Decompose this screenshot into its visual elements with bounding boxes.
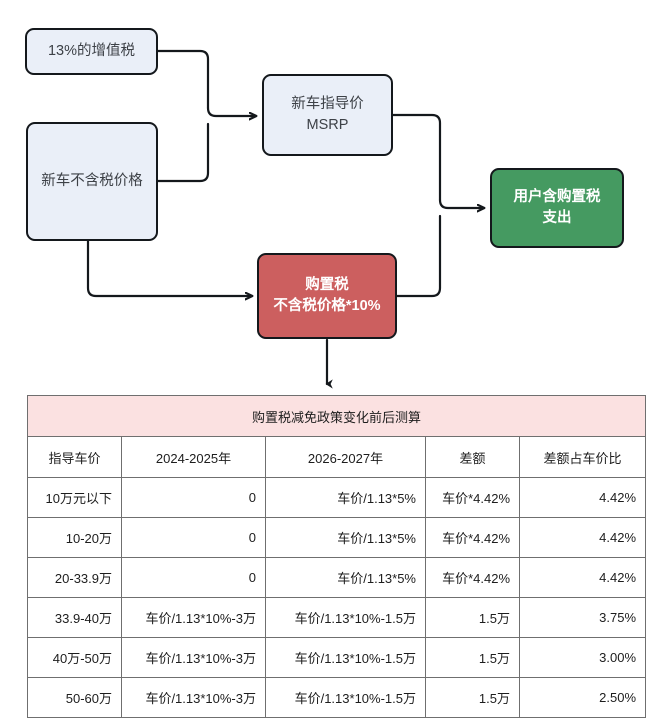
node-user-expense[interactable]: 用户含购置税 支出 bbox=[490, 168, 624, 248]
table-row: 40万-50万 车价/1.13*10%-3万 车价/1.13*10%-1.5万 … bbox=[27, 637, 647, 678]
cell-2026-2027: 车价/1.13*10%-1.5万 bbox=[265, 637, 426, 678]
table-row: 10-20万 0 车价/1.13*5% 车价*4.42% 4.42% bbox=[27, 517, 647, 558]
cell-2026-2027: 车价/1.13*5% bbox=[265, 517, 426, 558]
edge-merge-into-output bbox=[438, 198, 484, 208]
node-purchase-tax[interactable]: 购置税 不含税价格*10% bbox=[257, 253, 397, 339]
col-header-price: 指导车价 bbox=[27, 436, 122, 478]
table-row: 33.9-40万 车价/1.13*10%-3万 车价/1.13*10%-1.5万… bbox=[27, 597, 647, 638]
cell-price: 10-20万 bbox=[27, 517, 122, 558]
node-user-expense-label: 用户含购置税 支出 bbox=[513, 188, 601, 226]
table-row: 50-60万 车价/1.13*10%-3万 车价/1.13*10%-1.5万 1… bbox=[27, 677, 647, 718]
table-row: 20-33.9万 0 车价/1.13*5% 车价*4.42% 4.42% bbox=[27, 557, 647, 598]
cell-2024-2025: 0 bbox=[121, 477, 266, 518]
cell-2024-2025: 0 bbox=[121, 517, 266, 558]
cell-2026-2027: 车价/1.13*10%-1.5万 bbox=[265, 677, 426, 718]
edge-tax-to-output bbox=[395, 214, 442, 298]
table-body: 10万元以下 0 车价/1.13*5% 车价*4.42% 4.42% 10-20… bbox=[27, 477, 647, 718]
cell-diff-ratio: 2.50% bbox=[518, 677, 647, 718]
node-net-price[interactable]: 新车不含税价格 bbox=[26, 122, 158, 241]
col-header-2024-2025: 2024-2025年 bbox=[121, 436, 266, 478]
cell-2024-2025: 车价/1.13*10%-3万 bbox=[121, 637, 266, 678]
edge-msrp-to-output bbox=[391, 113, 442, 202]
policy-comparison-table: 购置税减免政策变化前后测算 指导车价 2024-2025年 2026-2027年… bbox=[26, 395, 647, 718]
col-header-diff-ratio: 差额占车价比 bbox=[518, 436, 647, 478]
table-header-row: 指导车价 2024-2025年 2026-2027年 差额 差额占车价比 bbox=[27, 436, 647, 478]
cell-diff: 1.5万 bbox=[425, 597, 520, 638]
node-vat-label: 13%的增值税 bbox=[47, 42, 136, 59]
node-purchase-tax-label: 购置税 不含税价格*10% bbox=[273, 276, 381, 314]
col-header-2026-2027: 2026-2027年 bbox=[265, 436, 426, 478]
cell-2026-2027: 车价/1.13*10%-1.5万 bbox=[265, 597, 426, 638]
table-row: 10万元以下 0 车价/1.13*5% 车价*4.42% 4.42% bbox=[27, 477, 647, 518]
cell-price: 50-60万 bbox=[27, 677, 122, 718]
cell-2024-2025: 车价/1.13*10%-3万 bbox=[121, 677, 266, 718]
cell-diff: 车价*4.42% bbox=[425, 477, 520, 518]
cell-price: 40万-50万 bbox=[27, 637, 122, 678]
col-header-diff: 差额 bbox=[425, 436, 520, 478]
edge-netprice-to-tax bbox=[86, 239, 252, 296]
node-msrp-label: 新车指导价 MSRP bbox=[291, 95, 364, 133]
cell-diff-ratio: 4.42% bbox=[518, 517, 647, 558]
edge-merge-into-msrp bbox=[206, 106, 256, 116]
cell-diff-ratio: 4.42% bbox=[518, 557, 647, 598]
edge-netprice-to-msrp bbox=[156, 122, 210, 183]
edge-vat-to-msrp bbox=[156, 49, 210, 110]
cell-diff-ratio: 3.75% bbox=[518, 597, 647, 638]
cell-2024-2025: 车价/1.13*10%-3万 bbox=[121, 597, 266, 638]
cell-2026-2027: 车价/1.13*5% bbox=[265, 477, 426, 518]
cell-2024-2025: 0 bbox=[121, 557, 266, 598]
cell-2026-2027: 车价/1.13*5% bbox=[265, 557, 426, 598]
node-net-price-label: 新车不含税价格 bbox=[41, 172, 143, 189]
cell-diff: 车价*4.42% bbox=[425, 517, 520, 558]
cell-diff-ratio: 4.42% bbox=[518, 477, 647, 518]
node-msrp[interactable]: 新车指导价 MSRP bbox=[262, 74, 393, 156]
cell-price: 33.9-40万 bbox=[27, 597, 122, 638]
cell-diff: 车价*4.42% bbox=[425, 557, 520, 598]
cell-diff-ratio: 3.00% bbox=[518, 637, 647, 678]
cell-diff: 1.5万 bbox=[425, 637, 520, 678]
table-title: 购置税减免政策变化前后测算 bbox=[26, 395, 647, 437]
table-title-row: 购置税减免政策变化前后测算 bbox=[26, 395, 647, 437]
cell-diff: 1.5万 bbox=[425, 677, 520, 718]
cell-price: 10万元以下 bbox=[27, 477, 122, 518]
cell-price: 20-33.9万 bbox=[27, 557, 122, 598]
node-vat[interactable]: 13%的增值税 bbox=[25, 28, 158, 75]
